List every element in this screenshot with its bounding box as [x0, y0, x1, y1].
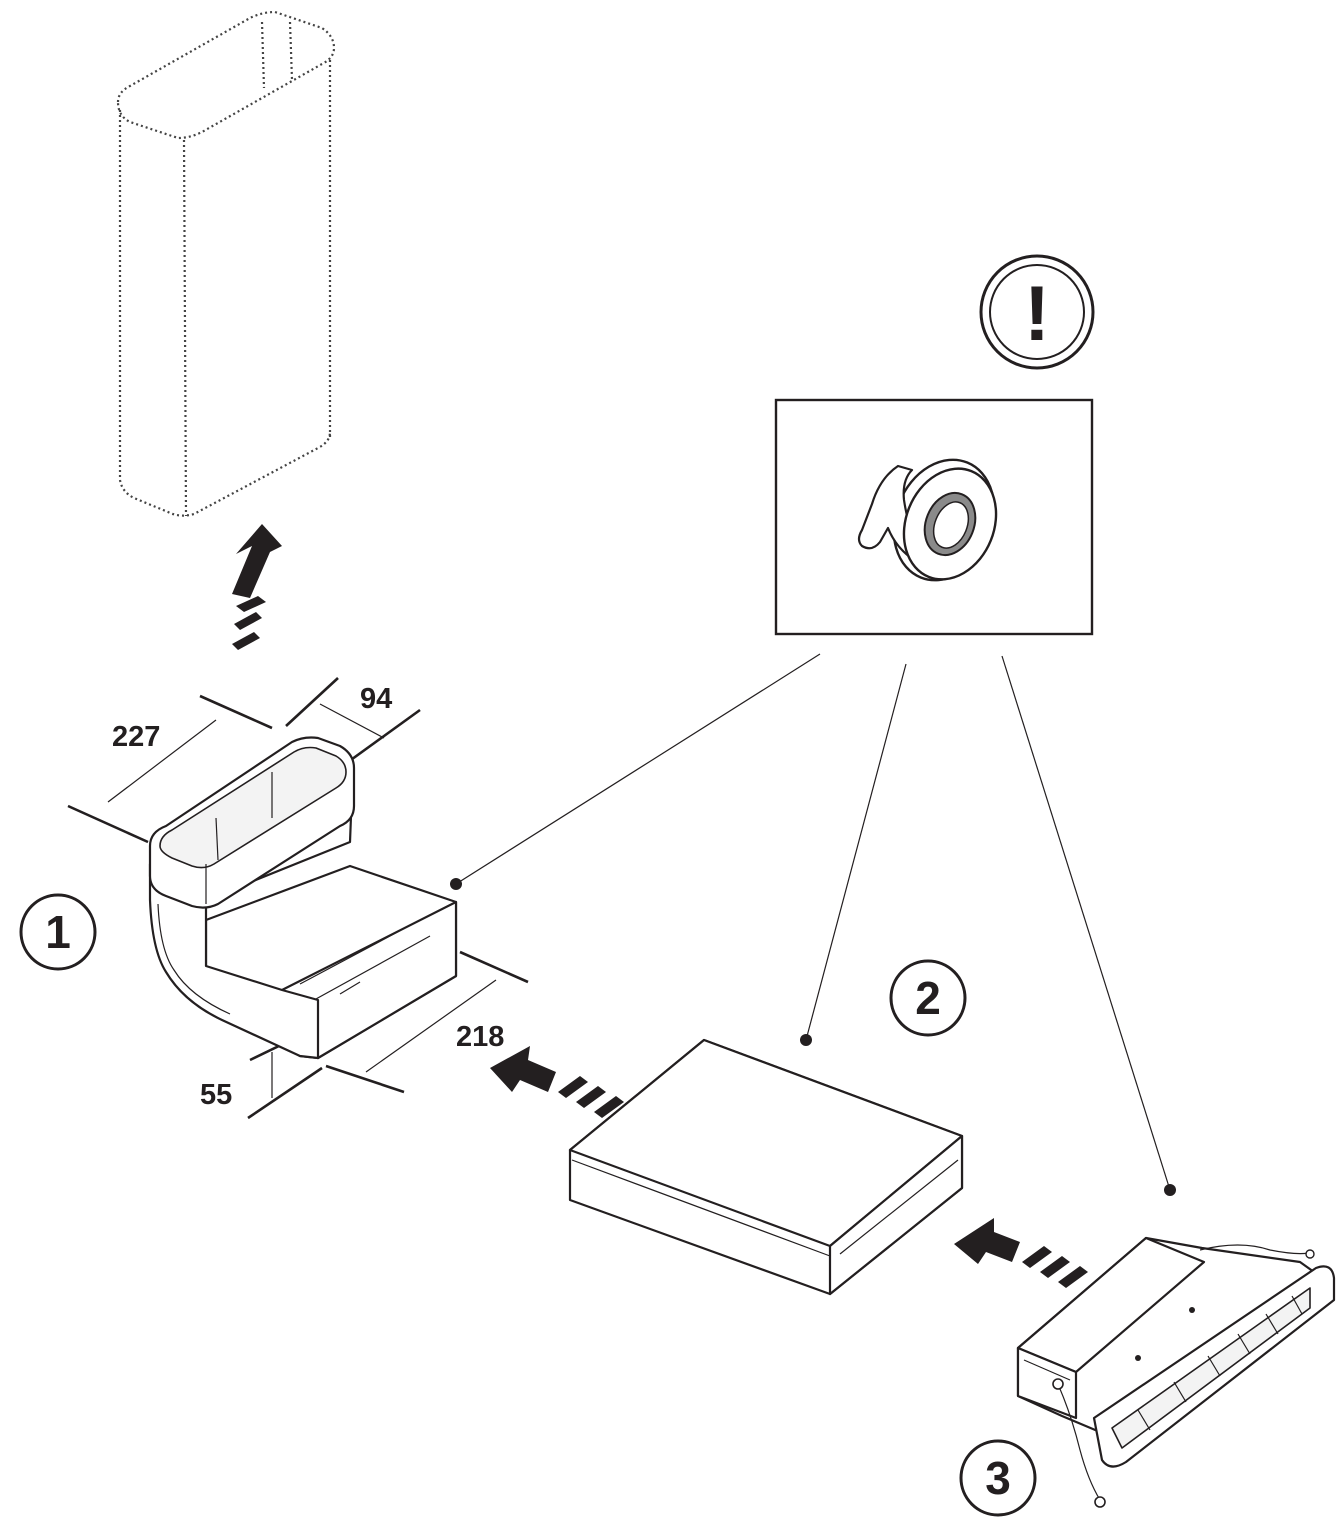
- arrow-up-icon: [232, 524, 282, 650]
- dimension-94: 94: [360, 683, 392, 715]
- leader-dot-part3: [1164, 1184, 1176, 1196]
- vertical-duct-dotted: [116, 10, 336, 517]
- callout-1: 1: [19, 893, 97, 971]
- flat-duct-part2: [568, 1038, 964, 1296]
- hood-outlet-part3: [1016, 1236, 1336, 1508]
- callout-3: 3: [959, 1439, 1037, 1517]
- arrow-left-icon: [490, 1046, 624, 1118]
- warning-symbol: !: [1024, 269, 1050, 357]
- exclamation-warning-icon: !: [979, 254, 1095, 370]
- dimension-218: 218: [456, 1021, 504, 1053]
- adhesive-tape-icon: [857, 458, 998, 582]
- dimension-55: 55: [200, 1079, 232, 1111]
- callout-3-label: 3: [985, 1452, 1011, 1504]
- arrow-left-icon-2: [954, 1218, 1088, 1288]
- leader-lines: [450, 653, 1176, 1196]
- callout-2-label: 2: [915, 972, 941, 1024]
- leader-dot-part2: [800, 1034, 812, 1046]
- elbow-connector-part1: [148, 736, 458, 1060]
- callout-2: 2: [889, 959, 967, 1037]
- callout-1-label: 1: [45, 906, 71, 958]
- leader-dot-part1: [450, 878, 462, 890]
- dimension-227: 227: [112, 721, 160, 753]
